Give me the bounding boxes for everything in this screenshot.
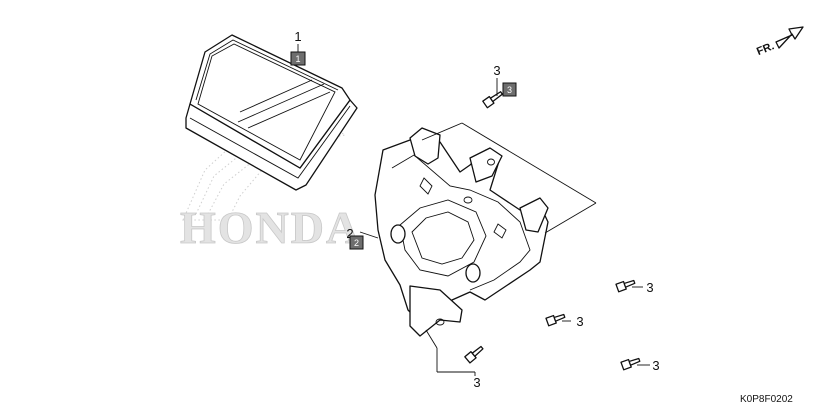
callout-box xyxy=(502,82,517,97)
callout-number: 2 xyxy=(346,226,353,241)
callout-3-bottom: 3 xyxy=(473,375,480,390)
screw-right-3 xyxy=(620,357,641,371)
screw-top xyxy=(482,91,503,109)
callout-3-top: 3 3 xyxy=(493,63,517,97)
callout-3-right-1: 3 xyxy=(646,280,653,295)
callout-2: 2 2 xyxy=(346,226,364,250)
part-1-cover xyxy=(185,34,358,191)
callout-3-right-3: 3 xyxy=(652,358,659,373)
leader-lines xyxy=(297,44,650,376)
callout-box-number: 1 xyxy=(295,54,300,64)
front-label: FR. xyxy=(755,40,776,58)
callout-box-number: 3 xyxy=(507,85,512,95)
callout-number: 3 xyxy=(493,63,500,78)
watermark-brand: HONDA xyxy=(180,202,361,253)
screw-right-1 xyxy=(615,279,636,293)
callout-box xyxy=(349,235,364,250)
callout-box xyxy=(290,51,306,66)
callout-3-right-2: 3 xyxy=(576,314,583,329)
screw-bottom xyxy=(464,345,484,364)
callout-1: 1 1 xyxy=(290,29,306,66)
part-2-bracket xyxy=(374,127,549,337)
honda-watermark: HONDA xyxy=(180,124,361,253)
front-direction: FR. xyxy=(755,26,804,58)
screw-right-2 xyxy=(545,313,566,327)
arrow-icon xyxy=(775,26,804,49)
drawing-code: K0P8F0202 xyxy=(740,394,793,405)
callout-number: 1 xyxy=(294,29,301,44)
callout-box-number: 2 xyxy=(354,238,359,248)
